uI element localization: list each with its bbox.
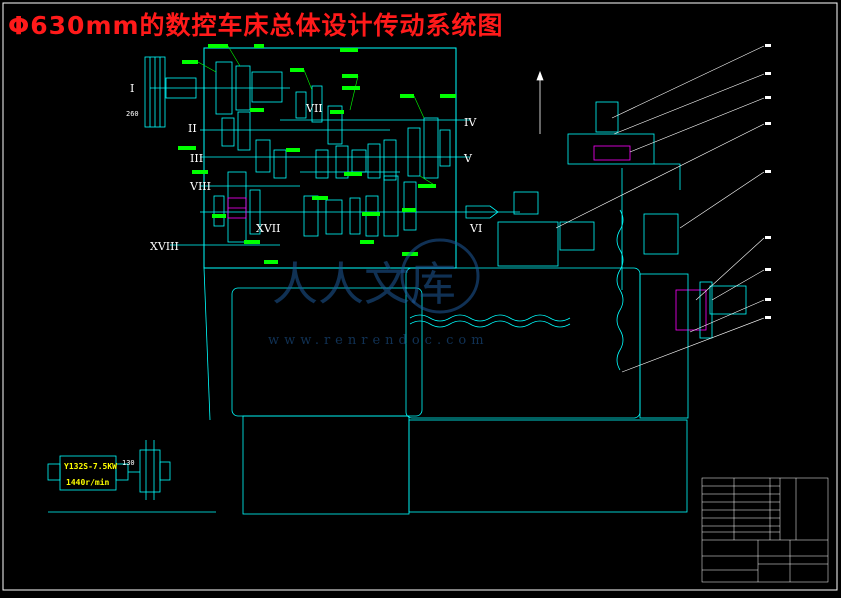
watermark-url: www.renrendoc.com bbox=[268, 333, 489, 348]
axis-arrow bbox=[536, 70, 544, 134]
drawing-title: Φ630mm的数控车床总体设计传动系统图 bbox=[8, 11, 504, 40]
clutch bbox=[215, 61, 283, 115]
motor-model: Y132S-7.5KW bbox=[64, 462, 117, 471]
shaft-label-17: XVII bbox=[256, 222, 280, 235]
callout-ticks bbox=[765, 44, 771, 319]
shaft-label-3: III bbox=[190, 152, 203, 165]
shaft-label-1: I bbox=[130, 82, 134, 95]
bearing-markers bbox=[227, 145, 707, 331]
shaft-label-2: II bbox=[188, 122, 197, 135]
shaft-label-4: IV bbox=[464, 116, 477, 129]
sheet-border bbox=[2, 2, 838, 591]
dimension-260: 260 bbox=[126, 110, 139, 118]
lathe-bed bbox=[203, 267, 689, 515]
leader-lines bbox=[197, 45, 437, 187]
title-block bbox=[701, 477, 829, 583]
shaft-label-8: VIII bbox=[189, 180, 211, 193]
tool-carriage bbox=[497, 101, 747, 339]
callout-leaders bbox=[555, 45, 765, 373]
gear-blocks bbox=[213, 85, 451, 243]
shaft-label-7: VII bbox=[305, 102, 323, 115]
shaft-label-6: VI bbox=[469, 222, 482, 235]
watermark-ring bbox=[400, 238, 480, 314]
motor-drive bbox=[47, 440, 216, 513]
spindle-output bbox=[465, 191, 539, 219]
shafts bbox=[150, 87, 470, 246]
gearbox-housing bbox=[203, 47, 457, 269]
shaft-label-5: V bbox=[463, 152, 473, 165]
motor-speed: 1440r/min bbox=[66, 477, 110, 487]
pulley-shaft-1 bbox=[144, 56, 197, 128]
dimension-130: 130 bbox=[122, 459, 135, 467]
shaft-label-18: XVIII bbox=[150, 240, 179, 253]
gear-annotations bbox=[178, 44, 456, 264]
watermark-logo-text: 人人文库 bbox=[272, 257, 456, 311]
